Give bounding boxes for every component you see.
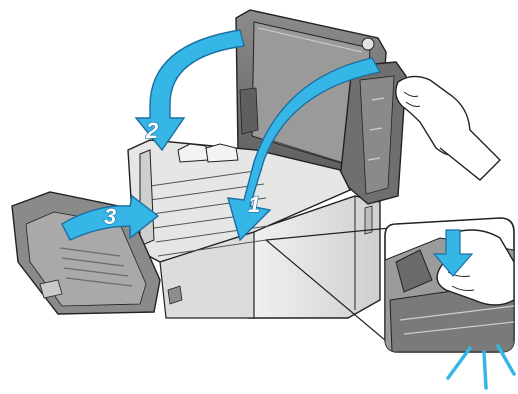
step-3-label: 3	[104, 204, 116, 229]
detail-inset	[385, 218, 514, 352]
step-1-label: 1	[248, 192, 260, 217]
step-2-arrow: 2	[136, 30, 244, 150]
step-2-label: 2	[145, 118, 159, 143]
transfer-belt-frame	[340, 62, 406, 204]
hand-upper	[396, 76, 500, 180]
